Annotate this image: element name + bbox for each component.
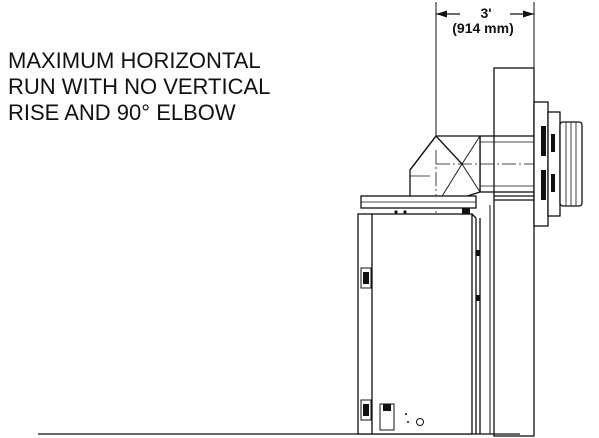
caption-line-1: MAXIMUM HORIZONTAL	[8, 48, 261, 73]
dimension-label: 3' (914 mm)	[433, 6, 533, 36]
vent-terminal	[533, 101, 583, 227]
exterior-wall	[493, 67, 535, 437]
dimension-metric: (914 mm)	[452, 20, 514, 36]
diagram-caption: MAXIMUM HORIZONTAL RUN WITH NO VERTICAL …	[8, 48, 348, 126]
dimension-feet: 3'	[480, 5, 492, 21]
appliance-top-plate	[360, 195, 477, 214]
caption-line-3: RISE AND 90° ELBOW	[8, 100, 236, 125]
vent-centerline	[435, 150, 560, 228]
dimension-line	[435, 2, 535, 150]
caption-line-2: RUN WITH NO VERTICAL	[8, 74, 271, 99]
appliance-cabinet	[357, 205, 491, 435]
